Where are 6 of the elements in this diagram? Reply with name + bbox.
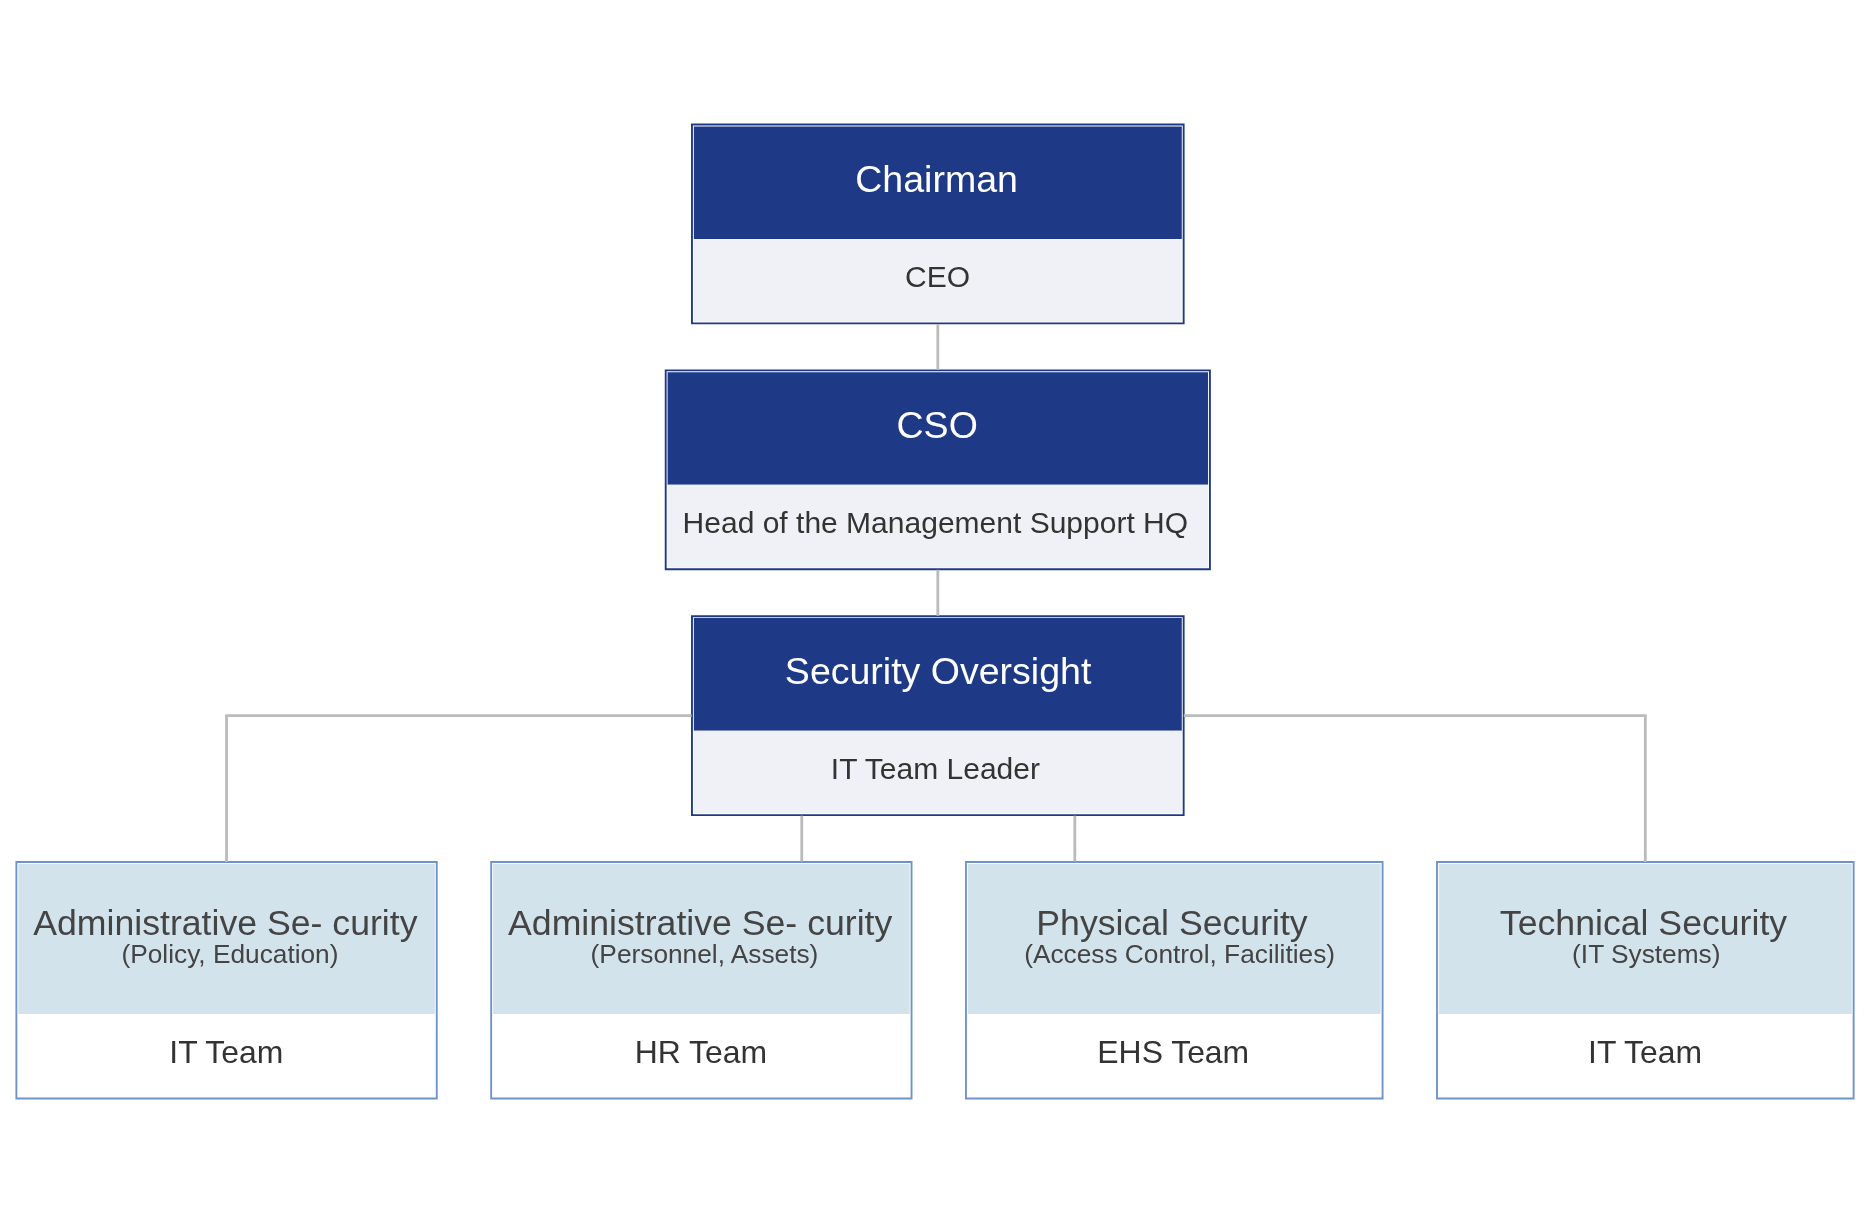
connector [1183,714,1647,862]
connector [936,323,940,370]
connector [225,714,692,862]
connector [936,569,940,616]
connector [1073,815,1077,862]
connector [800,815,804,862]
